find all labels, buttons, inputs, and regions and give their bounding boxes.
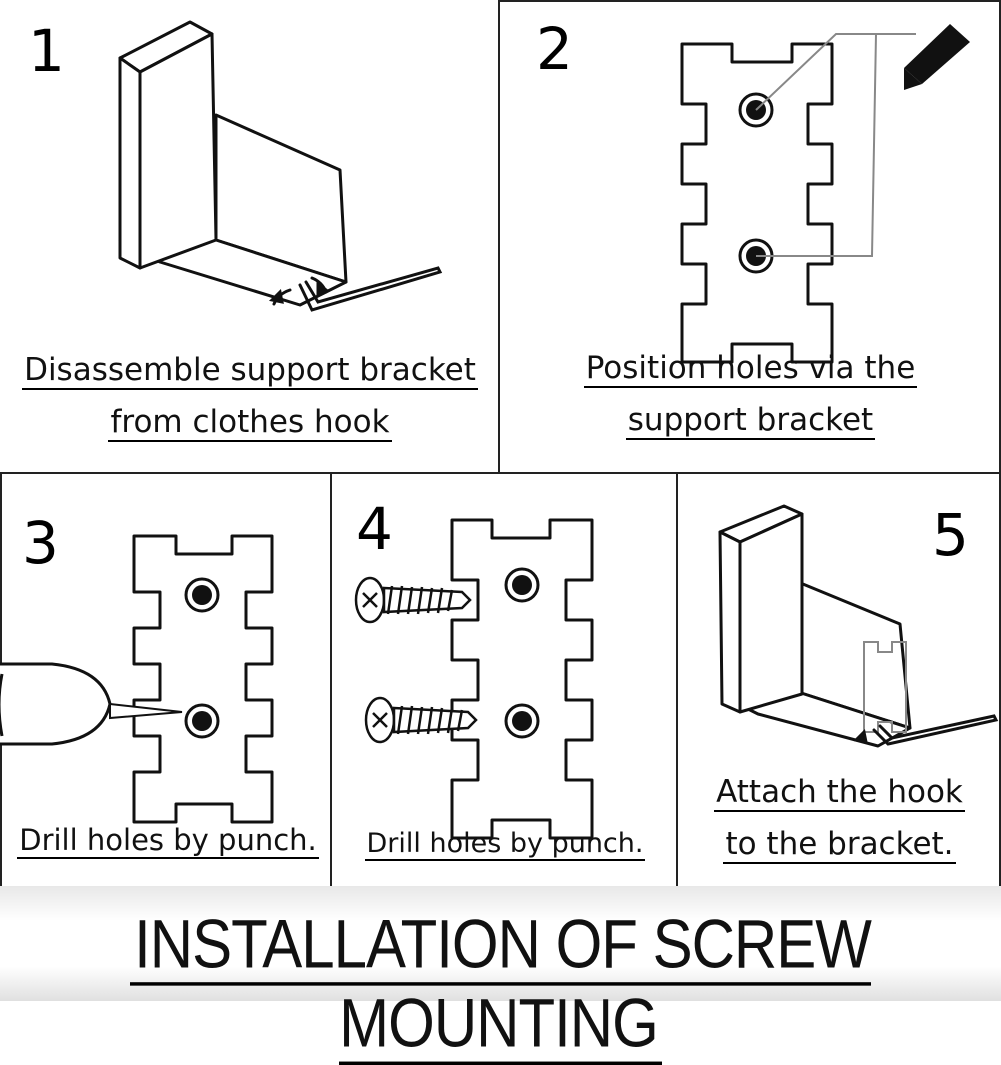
step-5-panel: 5 Attach the hook to the bracket. bbox=[678, 474, 1001, 886]
allen-key-icon bbox=[852, 714, 999, 746]
step-5-caption-line1: Attach the hook bbox=[714, 774, 965, 812]
step-3-caption: Drill holes by punch. bbox=[17, 823, 319, 859]
screw-icon bbox=[364, 696, 478, 744]
step-3-panel: 3 Drill holes by punch. bbox=[0, 474, 332, 886]
step-4-number: 4 bbox=[356, 495, 393, 563]
step-4-caption: Drill holes by punch. bbox=[364, 828, 646, 861]
step-2-number: 2 bbox=[536, 15, 573, 83]
hook-icon bbox=[118, 20, 443, 312]
step-4-panel: 4 Drill holes by punch. bbox=[332, 474, 678, 886]
step-2-caption-line2: support bracket bbox=[625, 402, 876, 440]
step-1-caption-line2: from clothes hook bbox=[108, 404, 392, 442]
hook-icon bbox=[718, 504, 999, 748]
step-2-panel: 2 Position holes via the support bracket bbox=[500, 0, 1001, 474]
page-title: INSTALLATION OF SCREW MOUNTING bbox=[0, 904, 1001, 1065]
pencil-icon bbox=[904, 24, 970, 90]
step-1-number: 1 bbox=[28, 17, 65, 85]
step-3-number: 3 bbox=[22, 509, 59, 577]
step-1-panel: 1 Disassemble support bracket from cloth… bbox=[0, 0, 500, 474]
title-banner: INSTALLATION OF SCREW MOUNTING bbox=[0, 886, 1001, 1065]
bracket-icon bbox=[354, 518, 594, 840]
step-5-number: 5 bbox=[932, 501, 969, 569]
bracket-icon bbox=[680, 24, 970, 364]
step-2-caption-line1: Position holes via the bbox=[583, 350, 918, 388]
allen-key-icon bbox=[268, 266, 443, 312]
drill-icon bbox=[0, 662, 183, 746]
step-1-caption-line1: Disassemble support bracket bbox=[22, 352, 478, 390]
bracket-icon bbox=[0, 534, 274, 824]
step-5-caption-line2: to the bracket. bbox=[723, 826, 956, 864]
screw-icon bbox=[354, 576, 472, 624]
